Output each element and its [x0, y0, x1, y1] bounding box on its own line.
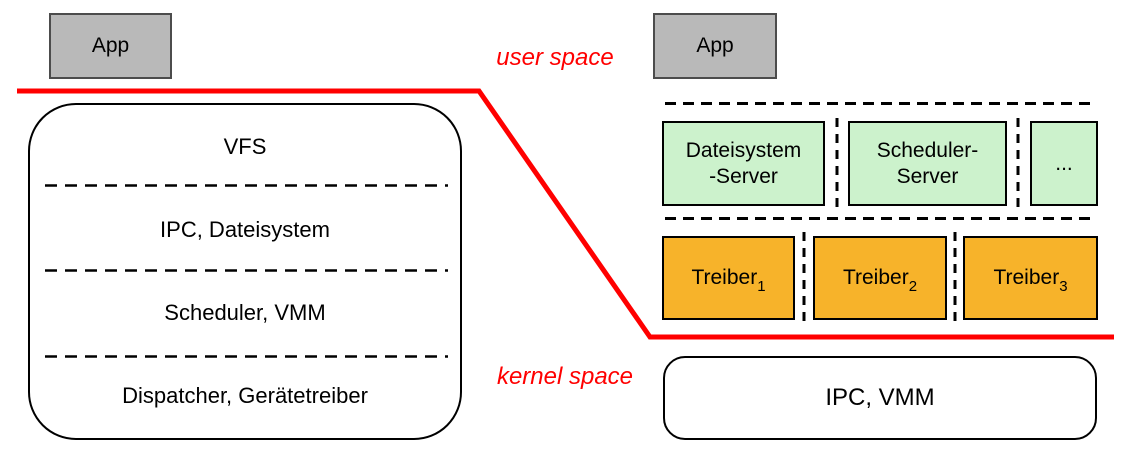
microkernel-app-label: App — [696, 34, 734, 57]
driver-treiber3-label: Treiber3 — [993, 266, 1068, 296]
microkernel-label: IPC, VMM — [825, 384, 935, 411]
driver-treiber1-label: Treiber1 — [691, 266, 766, 296]
kernel-row-vfs-label: VFS — [223, 133, 267, 159]
server-dateisystem-line2: -Server — [709, 164, 778, 188]
server-scheduler-line2: Server — [896, 164, 959, 188]
kernel-space-label: kernel space — [496, 363, 634, 390]
driver-treiber1-subscript: 1 — [757, 278, 766, 296]
monolithic-app-box: App — [49, 13, 172, 79]
microkernel-app-box: App — [653, 13, 777, 79]
user-space-label: user space — [496, 44, 614, 71]
driver-box-treiber3: Treiber3 — [963, 236, 1098, 320]
monolithic-app-label: App — [91, 34, 130, 57]
driver-treiber2-label: Treiber2 — [842, 266, 918, 296]
kernel-row-vfs: VFS — [30, 105, 460, 188]
server-box-dateisystem: Dateisystem -Server — [662, 121, 825, 206]
driver-treiber2-subscript: 2 — [908, 278, 918, 296]
server-dateisystem-line1: Dateisystem — [685, 138, 802, 162]
kernel-row-dispatcher-geraetetreiber: Dispatcher, Gerätetreiber — [30, 355, 460, 438]
server-scheduler-line1: Scheduler- — [876, 138, 979, 162]
driver-box-treiber2: Treiber2 — [813, 236, 947, 320]
driver-box-treiber1: Treiber1 — [662, 236, 795, 320]
kernel-row-ipc-dateisystem: IPC, Dateisystem — [30, 188, 460, 271]
kernel-row-scheduler-vmm: Scheduler, VMM — [30, 272, 460, 355]
kernel-row-dispatcher-geraetetreiber-label: Dispatcher, Gerätetreiber — [122, 383, 368, 409]
server-more-label: ... — [1055, 151, 1073, 175]
server-box-more: ... — [1030, 121, 1098, 206]
driver-treiber3-subscript: 3 — [1059, 278, 1068, 296]
kernel-row-scheduler-vmm-label: Scheduler, VMM — [164, 300, 326, 326]
monolithic-kernel-box: VFS IPC, Dateisystem Scheduler, VMM Disp… — [28, 103, 462, 440]
kernel-row-ipc-dateisystem-label: IPC, Dateisystem — [160, 216, 330, 242]
microkernel-box: IPC, VMM — [663, 356, 1097, 440]
server-box-scheduler: Scheduler- Server — [848, 121, 1007, 206]
